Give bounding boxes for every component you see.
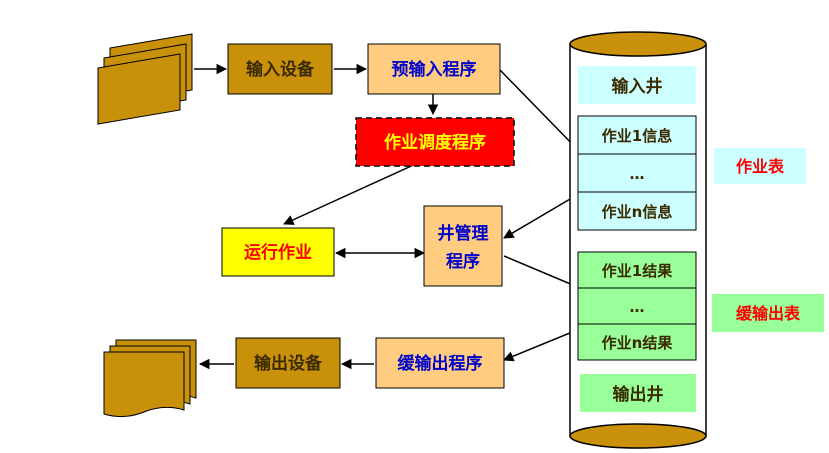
input-device-label: 输入设备: [246, 59, 315, 80]
output-well-label: 输出井: [613, 384, 664, 405]
pre-input-label: 预输入程序: [392, 59, 477, 80]
scheduler-label: 作业调度程序: [384, 132, 486, 153]
job-result-1: 作业1结果: [602, 262, 673, 280]
input-documents-icon: [97, 33, 193, 125]
pre-input-node: 预输入程序: [367, 43, 501, 95]
arrow-well-manager-to-results: [503, 255, 581, 290]
job-table-label: 作业表: [736, 157, 785, 176]
buffered-output-node: 缓输出程序: [375, 337, 505, 389]
arrows: [194, 63, 583, 370]
output-documents-icon: [103, 339, 197, 418]
well-manager-label-line1: 井管理: [438, 223, 489, 244]
run-job-node: 运行作业: [221, 227, 335, 277]
job-info-1: 作业1信息: [602, 127, 672, 145]
arrow-results-to-buffered-output: [503, 327, 583, 362]
output-device-node: 输出设备: [235, 337, 341, 389]
arrow-pre-input-to-job-info: [499, 69, 581, 153]
input-well-label: 输入井: [612, 76, 663, 97]
well-manager-node: 井管理 程序: [423, 205, 503, 287]
scheduler-node: 作业调度程序: [355, 117, 515, 167]
job-info-dots: …: [630, 165, 645, 183]
job-result-dots: …: [630, 298, 645, 316]
arrow-job-info-to-well-manager: [503, 191, 583, 239]
buffered-output-label: 缓输出程序: [398, 353, 483, 374]
job-table-label-group: 作业表: [714, 148, 806, 184]
well-cylinder: 输入井 作业1信息 … 作业n信息 作业1结果 … 作业n结果 输出井: [569, 31, 707, 449]
output-device-label: 输出设备: [254, 353, 323, 374]
run-job-label: 运行作业: [244, 242, 312, 263]
buffered-output-table-label: 缓输出表: [735, 304, 801, 323]
buffered-output-table-label-group: 缓输出表: [712, 294, 824, 332]
arrow-scheduler-to-run-job: [283, 161, 421, 225]
well-manager-label-line2: 程序: [446, 251, 480, 272]
input-device-node: 输入设备: [227, 43, 333, 95]
job-result-n: 作业n结果: [602, 334, 674, 352]
job-info-n: 作业n信息: [602, 203, 673, 221]
